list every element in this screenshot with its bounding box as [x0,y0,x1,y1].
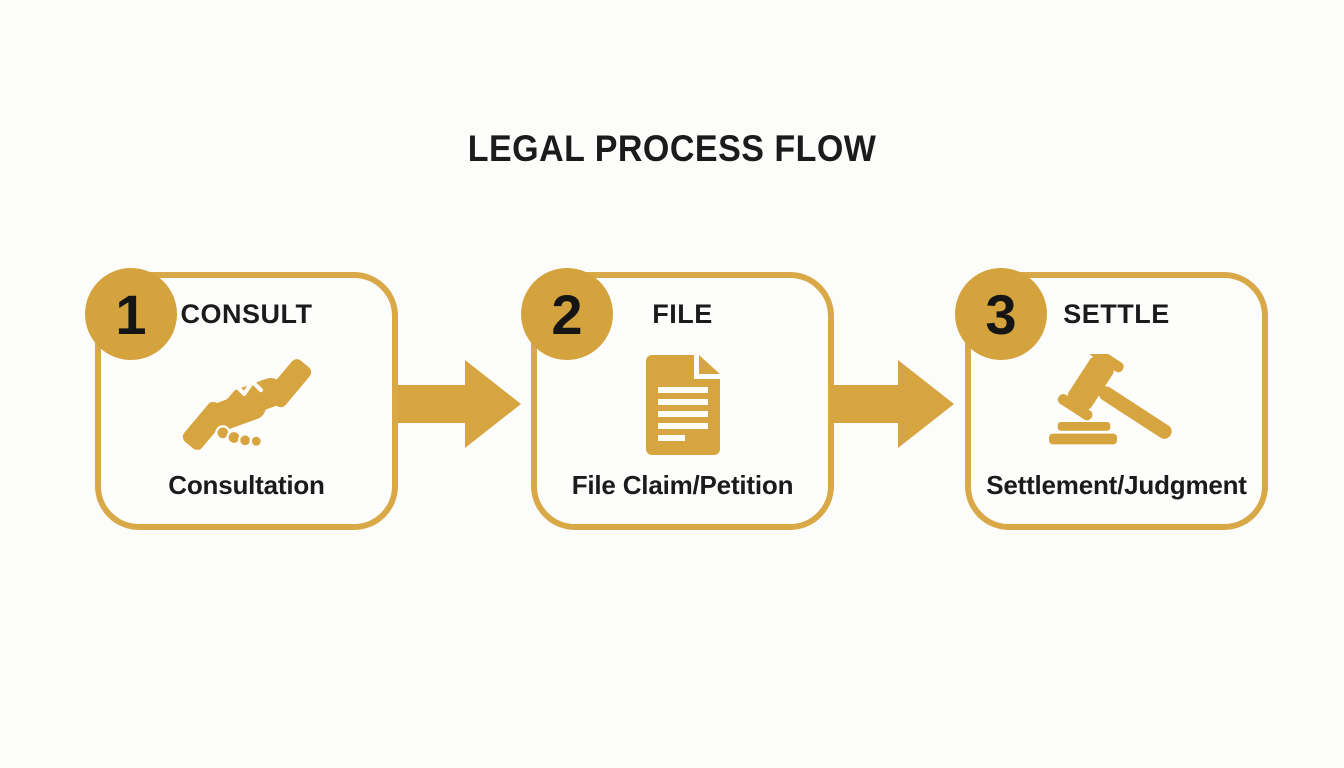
handshake-icon [101,352,392,458]
step-number: 1 [115,282,147,346]
arrow-right-icon [398,360,521,448]
step-box-file: 2 FILE File Claim/Petition [521,268,834,530]
arrow-right-icon [831,360,954,448]
step-label: FILE [652,299,713,329]
step-caption: Consultation [168,470,325,500]
step-number-badge: 2 [521,268,613,360]
step-number: 3 [985,282,1017,346]
step-number: 2 [551,282,583,346]
step-label: CONSULT [180,299,313,329]
step-label: SETTLE [1063,299,1170,329]
step-number-badge: 3 [955,268,1047,360]
step-box-settle: 3 SETTLE Settlement/Judgment [955,268,1268,530]
page-title: LEGAL PROCESS FLOW [0,130,1344,168]
page-title-text: LEGAL PROCESS FLOW [467,128,877,169]
step-caption: File Claim/Petition [571,470,794,500]
gavel-icon [971,352,1262,458]
document-icon [537,352,828,458]
step-box-consult: 1 CONSULT Consultation [85,268,398,530]
step-caption: Settlement/Judgment [986,470,1247,500]
step-number-badge: 1 [85,268,177,360]
